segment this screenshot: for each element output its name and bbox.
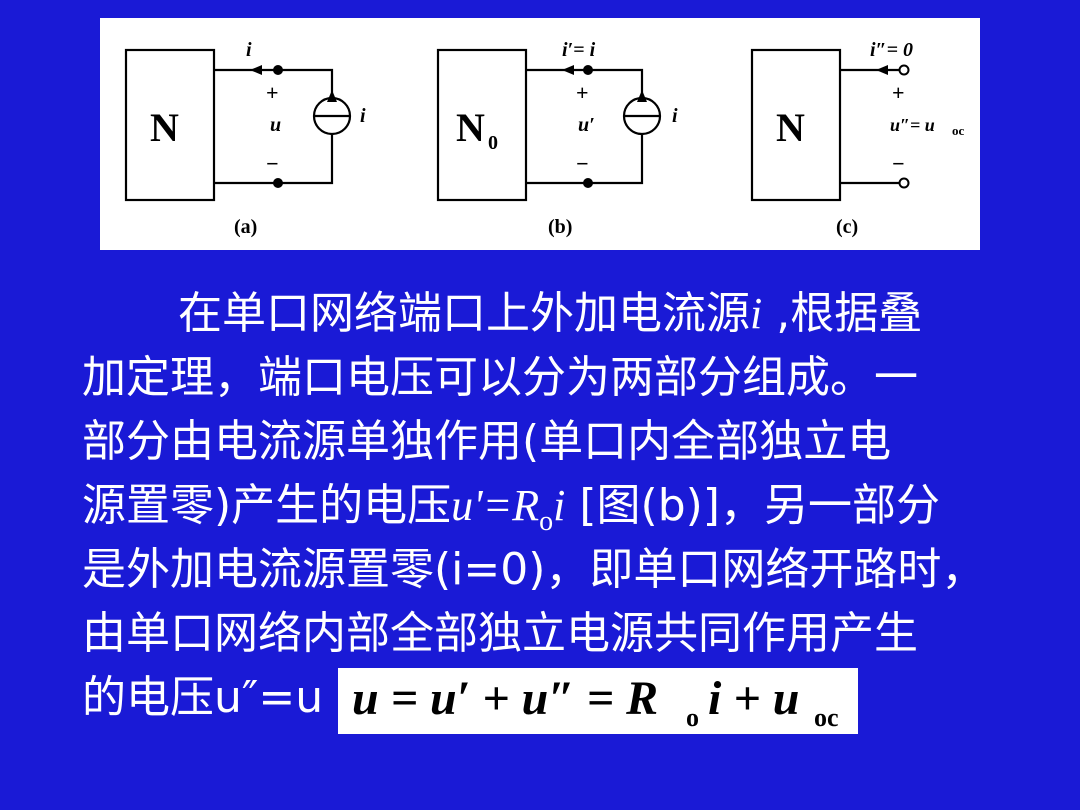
svg-text:i′= i: i′= i <box>562 39 596 61</box>
svg-text:+: + <box>266 80 279 105</box>
svg-text:i + u: i + u <box>708 672 799 725</box>
paragraph-line-1: 在单口网络端口上外加电流源i ,根据叠 <box>178 288 923 339</box>
svg-text:u: u <box>270 114 281 136</box>
slide-paragraph: 在单口网络端口上外加电流源i ,根据叠 加定理，端口电压可以分为两部分组成。一 … <box>82 282 1042 730</box>
svg-text:i″= 0: i″= 0 <box>870 39 913 61</box>
svg-text:+: + <box>576 80 589 105</box>
svg-text:N: N <box>456 105 485 150</box>
box-label-a: N <box>150 105 179 150</box>
network-box-b <box>436 48 528 202</box>
circuit-figure-panel: N i + u − i (a) N 0 i′= i + u′ − i (b) N… <box>100 18 980 250</box>
svg-text:oc: oc <box>952 123 965 138</box>
svg-text:−: − <box>892 151 905 176</box>
svg-text:(b): (b) <box>548 216 572 238</box>
svg-text:−: − <box>266 151 279 176</box>
svg-text:u′: u′ <box>578 114 595 136</box>
network-box-c <box>750 48 842 202</box>
svg-text:(c): (c) <box>836 216 858 238</box>
svg-text:(a): (a) <box>234 216 257 238</box>
paragraph-line-6: 由单口网络内部全部独立电源共同作用产生 <box>82 608 918 659</box>
svg-text:i: i <box>360 105 366 127</box>
svg-text:0: 0 <box>488 132 498 154</box>
svg-text:o: o <box>686 703 699 732</box>
formula-svg: u = u′ + u″ = R o i + u oc <box>352 672 839 732</box>
svg-text:u″= u: u″= u <box>890 115 935 135</box>
svg-text:+: + <box>892 80 905 105</box>
paragraph-line-3: 部分由电流源单独作用(单口内全部独立电 <box>82 416 892 467</box>
svg-text:oc: oc <box>814 703 839 732</box>
svg-text:N: N <box>776 105 805 150</box>
svg-text:i: i <box>672 105 678 127</box>
superposition-formula: u = u′ + u″ = R o i + u oc <box>338 668 858 734</box>
circuit-diagrams: N i + u − i (a) N 0 i′= i + u′ − i (b) N… <box>124 39 965 238</box>
paragraph-line-2: 加定理，端口电压可以分为两部分组成。一 <box>82 352 918 403</box>
svg-text:i: i <box>246 39 252 61</box>
svg-text:−: − <box>576 151 589 176</box>
network-box-a <box>124 48 216 202</box>
svg-text:u = u′ + u″ = R: u = u′ + u″ = R <box>352 672 658 725</box>
paragraph-line-4: 源置零)产生的电压u'=Roi [图(b)]，另一部分 <box>82 480 940 537</box>
paragraph-line-5: 是外加电流源置零(i=0)，即单口网络开路时， <box>82 544 986 595</box>
